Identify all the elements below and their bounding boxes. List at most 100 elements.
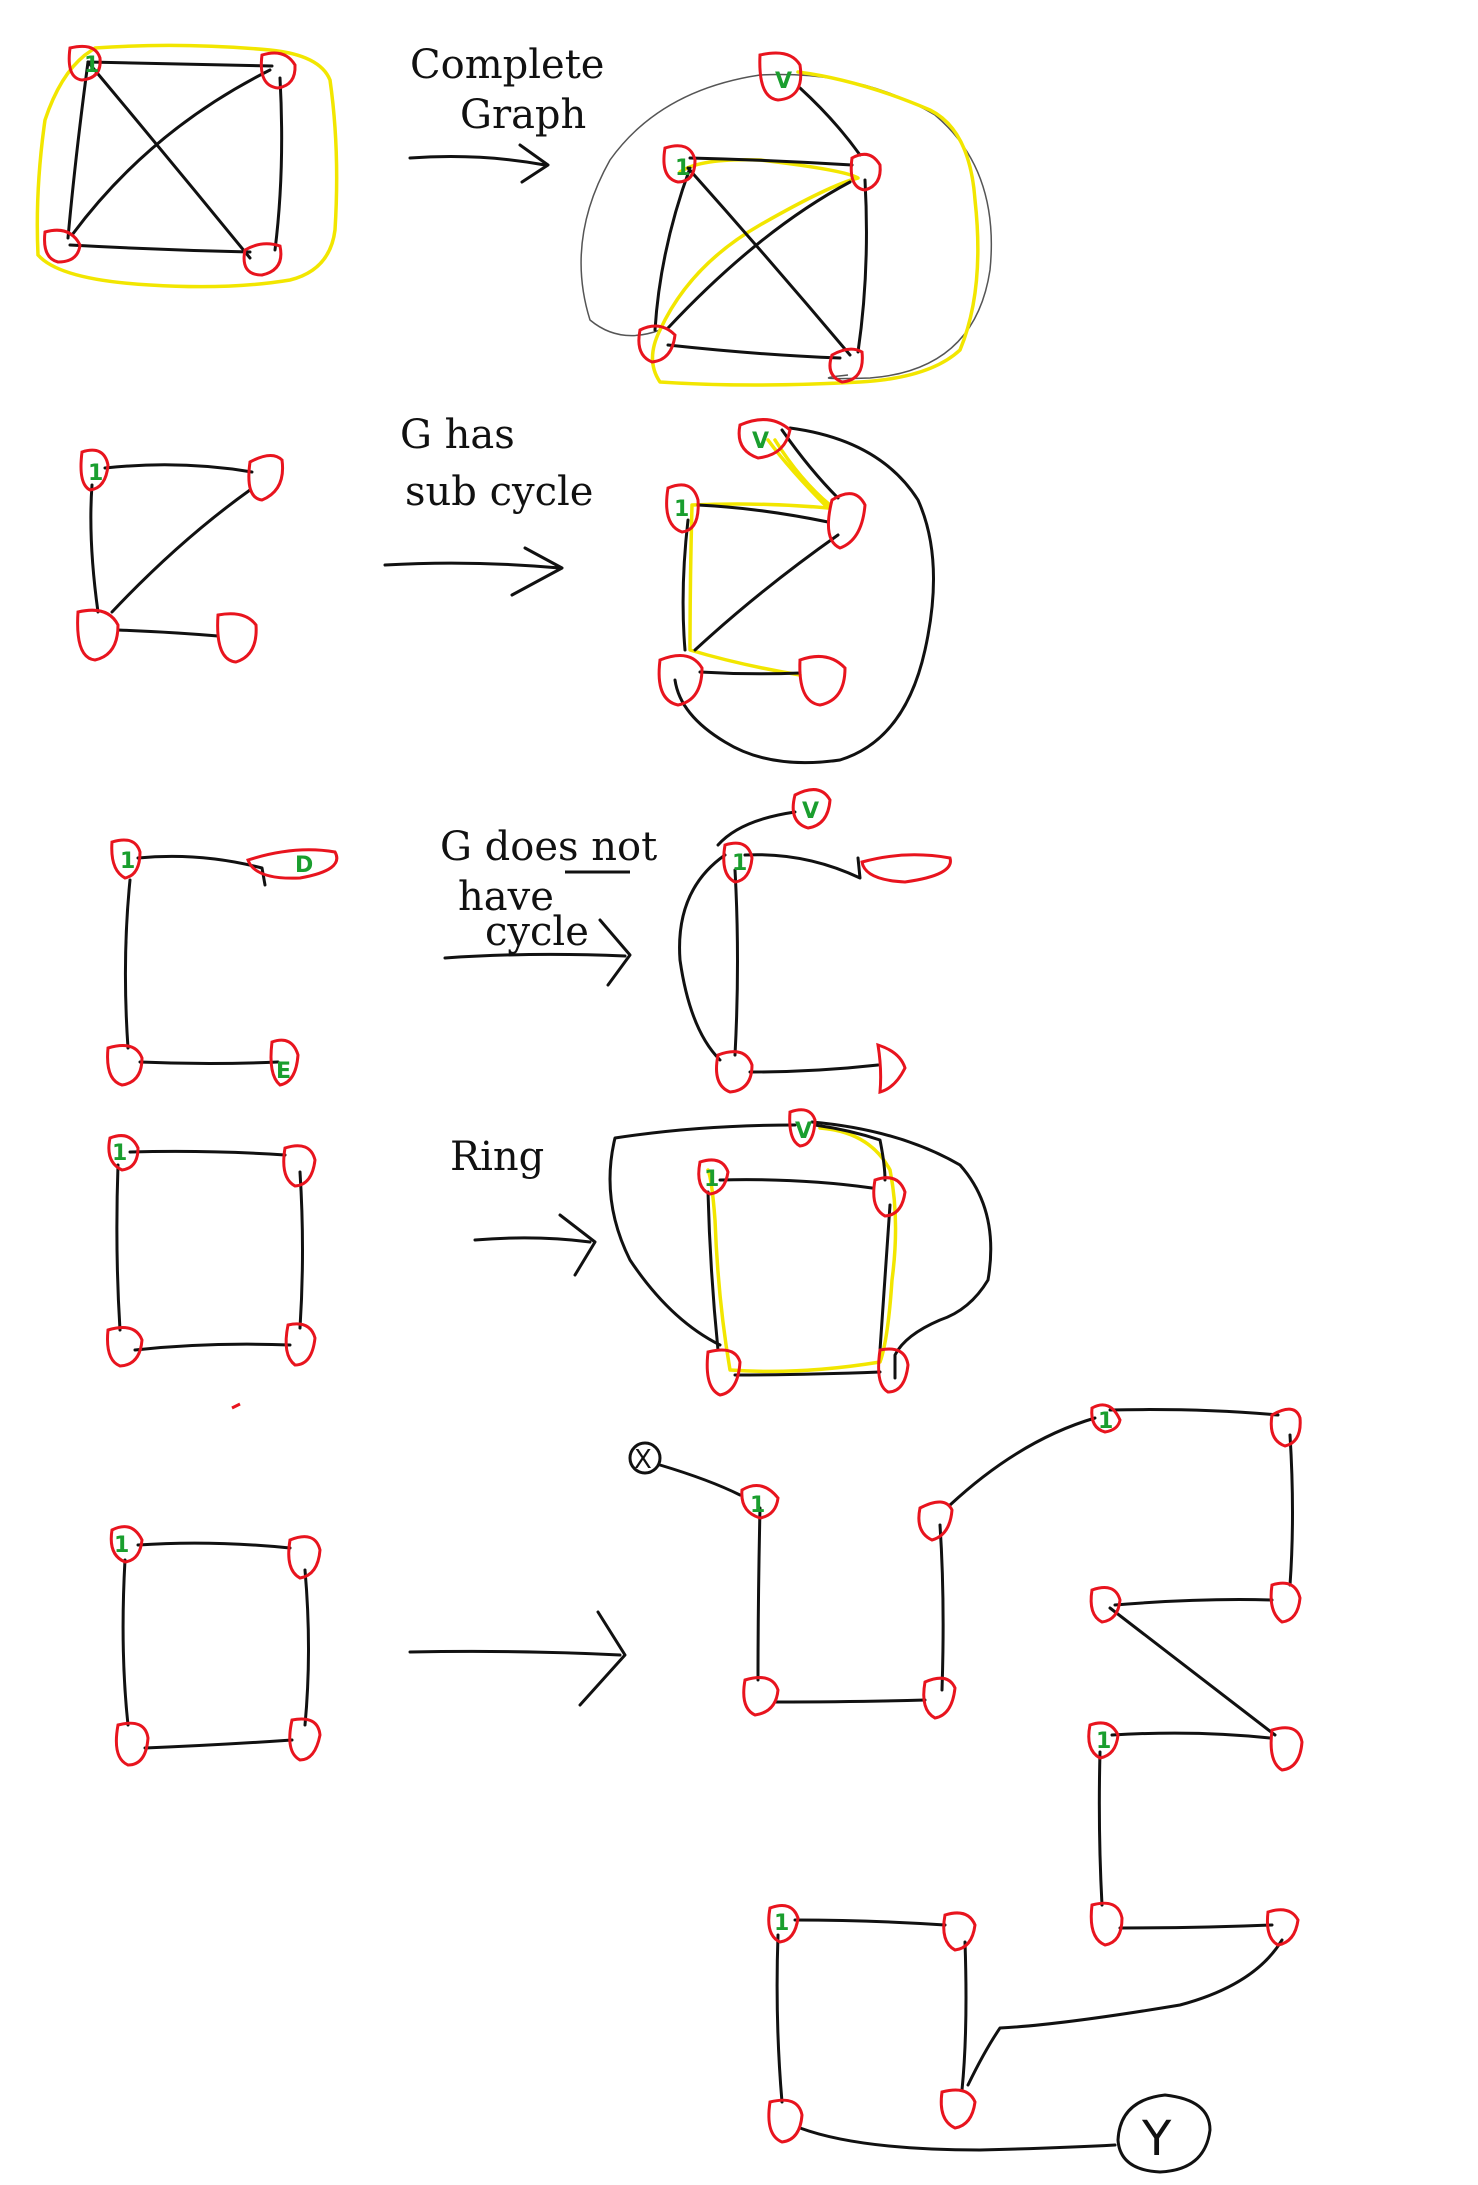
graph-right: V 1 (657, 418, 935, 765)
node (722, 841, 754, 884)
edge (798, 86, 862, 157)
node (942, 1911, 977, 1952)
node (288, 1717, 322, 1762)
hamiltonian-cycle-highlight (650, 70, 980, 387)
node (1087, 1721, 1120, 1760)
node (737, 418, 792, 460)
edge (756, 1506, 762, 1682)
node (247, 454, 285, 502)
caption-sub-cycle: G has (400, 412, 515, 458)
node (860, 853, 952, 884)
node (269, 1038, 300, 1087)
node-label-1: 1 (1096, 1729, 1111, 1754)
edge (1113, 1598, 1274, 1607)
edge (1118, 1923, 1274, 1930)
transform-arrow (383, 546, 564, 597)
node (216, 612, 258, 664)
edge (128, 1149, 287, 1157)
edge (960, 1940, 968, 2092)
node-label-e: E (276, 1059, 291, 1084)
node (110, 838, 142, 880)
node-label-1: 1 (675, 156, 690, 181)
node (1269, 1581, 1302, 1624)
node (939, 2088, 977, 2130)
caption-no-cycle-3: cycle (485, 909, 589, 955)
outer-edge (608, 1120, 993, 1380)
node (742, 1676, 780, 1717)
node (872, 1176, 907, 1218)
edge (698, 670, 802, 676)
edge (136, 854, 267, 887)
terminal-y-label: Y (1141, 2111, 1172, 2167)
edge (86, 60, 274, 68)
edge (103, 463, 254, 474)
ring-left: 1 (106, 1134, 317, 1368)
edge (110, 488, 252, 614)
node (1089, 1586, 1122, 1624)
outer-edge (673, 426, 935, 765)
edge (693, 533, 840, 652)
node (788, 1108, 817, 1148)
edge (798, 2126, 1117, 2152)
edge (123, 878, 132, 1050)
edge (688, 156, 854, 167)
node (76, 608, 120, 662)
node-label-1: 1 (674, 497, 689, 522)
node (1089, 1901, 1124, 1947)
edge (658, 1463, 742, 1497)
node (1266, 1908, 1300, 1947)
row-sub-cycle: 1 G has sub cycle V 1 (76, 412, 935, 765)
graph-left: 1 (76, 448, 285, 664)
caption-no-cycle-2: have (458, 874, 554, 920)
edge (793, 1918, 947, 1927)
k5-right: V 1 (580, 51, 993, 387)
node (758, 51, 803, 102)
edge (133, 1342, 292, 1352)
edge (86, 60, 252, 260)
edge (678, 853, 727, 1062)
node (287, 1535, 322, 1580)
edge (273, 76, 284, 252)
edge (686, 166, 852, 357)
node-label-1: 1 (114, 1533, 129, 1558)
edge (775, 1933, 784, 2104)
node (246, 848, 339, 880)
transform-arrow (408, 143, 550, 184)
node (665, 483, 700, 534)
edge (298, 1170, 304, 1330)
edge (66, 60, 90, 240)
node-label-1: 1 (120, 849, 135, 874)
node (109, 1525, 144, 1564)
node (705, 1348, 742, 1397)
ring-cycle-highlight (706, 1126, 898, 1374)
edge (116, 628, 220, 638)
edge (938, 1523, 945, 1692)
node (259, 51, 297, 90)
caption-complete-graph-2: Graph (460, 92, 586, 138)
edge (121, 1558, 130, 1727)
node-label-1: 1 (1098, 1409, 1113, 1434)
node (798, 654, 847, 707)
edge (748, 1063, 880, 1074)
node (1269, 1407, 1302, 1448)
edge (813, 1123, 887, 1182)
edge (653, 166, 692, 332)
transform-arrow (408, 1610, 627, 1707)
node (106, 1326, 144, 1368)
node (282, 1144, 317, 1188)
row-ring: 1 Ring V 1 (106, 1108, 993, 1397)
node (107, 1134, 140, 1172)
edge (718, 1178, 874, 1190)
graph-right: V 1 (678, 788, 952, 1095)
transform-arrow (443, 918, 632, 987)
node-label-1: 1 (704, 1167, 719, 1192)
node-label-d: D (295, 853, 313, 878)
terminal-y (1116, 2093, 1212, 2174)
node (877, 1347, 910, 1394)
ring-left-2: 1 (109, 1525, 322, 1767)
row-chain: 1 X (109, 1402, 1304, 2174)
node (106, 1044, 144, 1087)
edge (68, 243, 252, 254)
edge (143, 1738, 294, 1750)
edge (681, 518, 690, 652)
